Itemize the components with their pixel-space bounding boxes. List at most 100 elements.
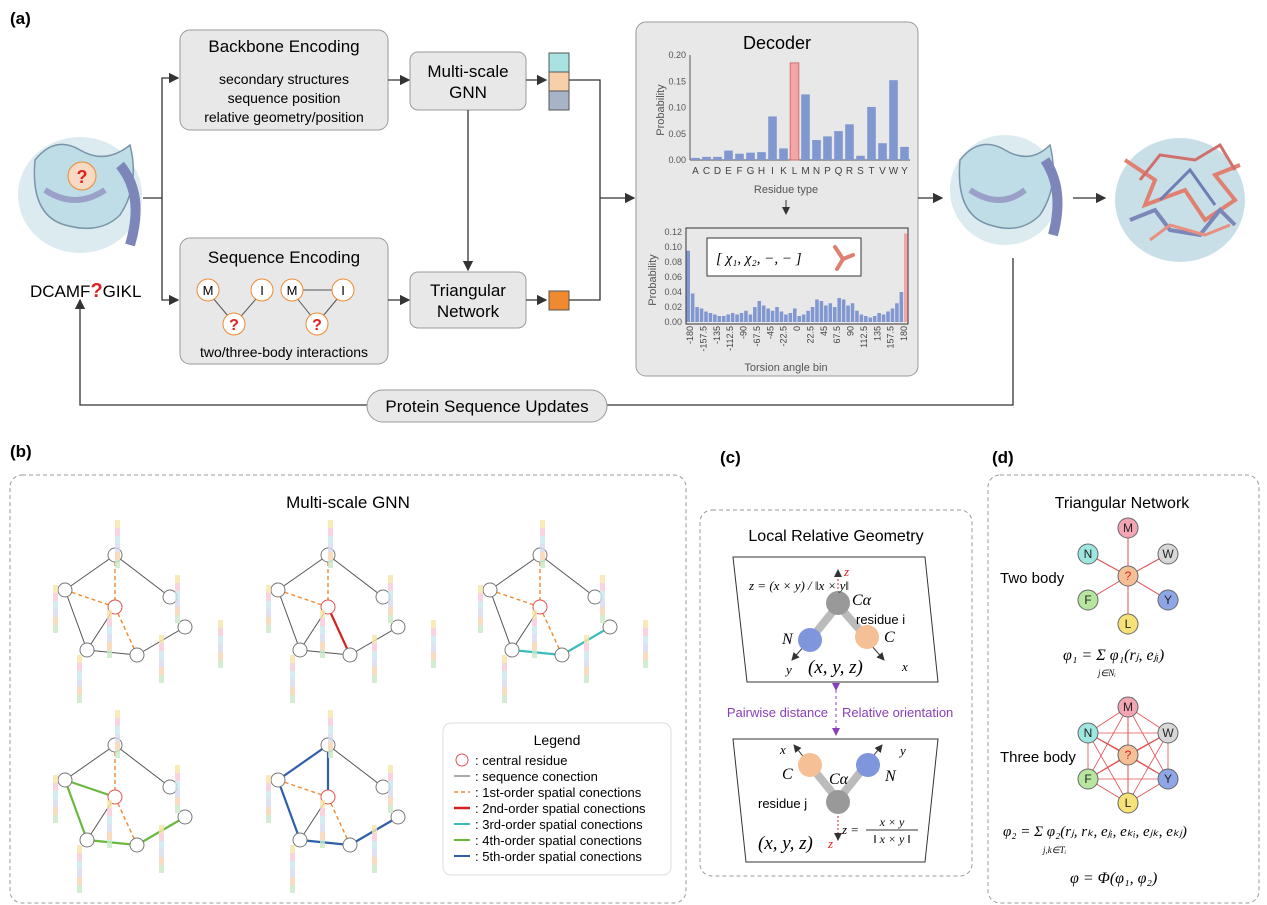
residue-node bbox=[79, 642, 95, 658]
feature-strip bbox=[218, 652, 223, 660]
node-L bbox=[1117, 613, 1139, 635]
feature-strip bbox=[600, 607, 605, 615]
feature-strip bbox=[290, 687, 295, 695]
sequence-text: DCAMF?GIKL bbox=[30, 280, 141, 302]
node-unknown bbox=[1117, 565, 1139, 587]
feature-strip bbox=[540, 528, 545, 536]
residue-bar bbox=[702, 156, 711, 160]
sequence-edge bbox=[64, 589, 88, 651]
feature-strip bbox=[218, 644, 223, 652]
feature-strip bbox=[159, 825, 164, 833]
feature-strip bbox=[600, 591, 605, 599]
torsion-bar bbox=[886, 311, 890, 322]
gnn-title: Multi-scale GNN bbox=[286, 493, 410, 512]
feature-strip bbox=[478, 585, 483, 593]
three-body-label: Three body bbox=[1000, 749, 1076, 766]
edge bbox=[1087, 706, 1129, 780]
feature-strip bbox=[478, 601, 483, 609]
decoder-title: Decoder bbox=[743, 33, 811, 53]
feature-strip bbox=[159, 833, 164, 841]
torsion-angle-chart: 0.000.020.040.060.080.100.12-180-157.5-1… bbox=[664, 227, 909, 352]
torsion-xtick: 0 bbox=[792, 326, 802, 331]
torsion-bar bbox=[815, 299, 819, 322]
arrow-to-sequence bbox=[161, 198, 180, 306]
feature-strip bbox=[290, 861, 295, 869]
feature-strip bbox=[115, 552, 120, 560]
torsion-bar bbox=[761, 305, 766, 322]
feature-strip bbox=[328, 528, 333, 536]
feature-strip bbox=[540, 552, 545, 560]
feature-strip bbox=[175, 781, 180, 789]
feature-strip bbox=[77, 679, 82, 687]
feature-strip bbox=[107, 816, 112, 824]
torsion-bar bbox=[744, 310, 748, 322]
feature-strip bbox=[107, 650, 112, 658]
feature-strip bbox=[159, 667, 164, 675]
torsion-bar bbox=[837, 298, 841, 322]
feature-strip bbox=[290, 671, 295, 679]
svg-text:Triangular: Triangular bbox=[430, 281, 506, 300]
feature-strip bbox=[107, 634, 112, 642]
spatial-edge-1st bbox=[114, 606, 138, 656]
torsion-xtick: -157.5 bbox=[698, 326, 708, 352]
feature-strip bbox=[584, 667, 589, 675]
residue-bar bbox=[735, 153, 744, 160]
feature-strip bbox=[328, 750, 333, 758]
feature-strip bbox=[107, 824, 112, 832]
feature-strip bbox=[372, 841, 377, 849]
residue-xtick: K bbox=[780, 166, 787, 177]
feature-strip bbox=[53, 601, 58, 609]
residue-xtick: Y bbox=[901, 166, 908, 177]
residue-bar bbox=[845, 124, 854, 160]
torsion-bar bbox=[704, 311, 708, 322]
residue-node bbox=[292, 832, 308, 848]
feature-strip bbox=[159, 651, 164, 659]
svg-text:z: z bbox=[827, 836, 833, 851]
residue-ytick: 0.10 bbox=[668, 103, 686, 113]
feature-strip bbox=[328, 718, 333, 726]
sequence-encoding-title: Sequence Encoding bbox=[208, 248, 360, 267]
feature-strip bbox=[372, 833, 377, 841]
feature-strip bbox=[266, 585, 271, 593]
feature-strip bbox=[388, 781, 393, 789]
spatial-edge bbox=[64, 778, 116, 799]
residue-xtick: N bbox=[813, 166, 820, 177]
feature-strip bbox=[320, 626, 325, 634]
svg-text:N: N bbox=[781, 631, 794, 648]
feature-strip bbox=[77, 877, 82, 885]
feature-strip bbox=[584, 635, 589, 643]
feature-strip bbox=[290, 655, 295, 663]
feature-strip bbox=[431, 652, 436, 660]
arrow-to-backbone bbox=[143, 72, 180, 199]
residue-node bbox=[292, 642, 308, 658]
feature-strip bbox=[290, 845, 295, 853]
residue-node bbox=[342, 837, 358, 853]
torsion-bar bbox=[890, 308, 895, 322]
protein-structure-output bbox=[950, 135, 1063, 245]
feature-strip bbox=[107, 626, 112, 634]
residue-xtick: A bbox=[692, 166, 699, 177]
torsion-bar bbox=[793, 308, 797, 322]
torsion-bar bbox=[713, 314, 717, 322]
spatial-edge-1st bbox=[327, 796, 351, 846]
feature-strip bbox=[77, 861, 82, 869]
torsion-bar bbox=[775, 307, 779, 322]
spatial-edge bbox=[277, 744, 329, 781]
torsion-xtick: 90 bbox=[846, 326, 856, 336]
spatial-edge bbox=[276, 779, 302, 841]
svg-text:[ χ₁, χ₂, −, − ]: [ χ₁, χ₂, −, − ] bbox=[716, 251, 802, 267]
feature-strip bbox=[290, 885, 295, 893]
torsion-ytick: 0.12 bbox=[664, 227, 682, 237]
node-label: M bbox=[1123, 521, 1133, 535]
torsion-bar bbox=[797, 316, 801, 322]
feature-strip bbox=[266, 625, 271, 633]
sequence-encoding-caption: two/three-body interactions bbox=[200, 344, 368, 360]
feature-strip bbox=[320, 808, 325, 816]
legend-item-2nd: : 2nd-order spatial conections bbox=[475, 801, 646, 816]
feature-strip bbox=[115, 718, 120, 726]
feature-strip bbox=[218, 628, 223, 636]
residue-xtick: H bbox=[758, 166, 765, 177]
feature-strip bbox=[584, 651, 589, 659]
